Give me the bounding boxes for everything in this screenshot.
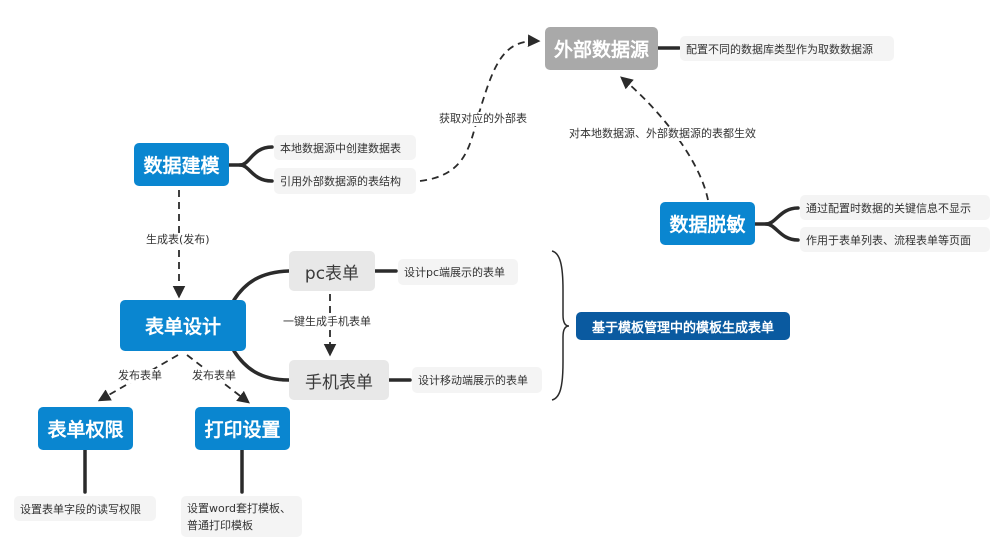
node-form-permission[interactable]: 表单权限 <box>38 407 133 450</box>
detail-local-table[interactable]: 本地数据源中创建数据表 <box>274 135 416 160</box>
node-pc-form[interactable]: pc表单 <box>289 251 375 291</box>
edge-external-table <box>419 34 541 182</box>
summary-template-form[interactable]: 基于模板管理中的模板生成表单 <box>576 312 790 340</box>
edge-masking-to-external <box>620 76 709 201</box>
edge-publish-left <box>97 354 179 402</box>
branch-form-mobile <box>232 349 291 382</box>
detail-pc-form[interactable]: 设计pc端展示的表单 <box>398 259 518 285</box>
detail-mobile-form[interactable]: 设计移动端展示的表单 <box>412 367 542 393</box>
detail-form-permission[interactable]: 设置表单字段的读写权限 <box>14 496 156 521</box>
branch-modeling-external <box>238 163 274 183</box>
branch-masking-1 <box>753 206 800 226</box>
node-mobile-form[interactable]: 手机表单 <box>289 360 389 400</box>
branch-masking-2 <box>764 222 800 242</box>
group-bracket <box>551 250 570 401</box>
edge-label-get-external-table: 获取对应的外部表 <box>438 112 528 126</box>
node-external-source[interactable]: 外部数据源 <box>545 27 658 70</box>
branch-form-pc <box>232 269 291 302</box>
detail-print-settings[interactable]: 设置word套打模板、普通打印模板 <box>181 496 302 537</box>
detail-masking-hide[interactable]: 通过配置时数据的关键信息不显示 <box>800 195 990 220</box>
detail-masking-scope[interactable]: 作用于表单列表、流程表单等页面 <box>800 227 990 252</box>
node-data-modeling[interactable]: 数据建模 <box>134 143 229 186</box>
detail-external-source[interactable]: 配置不同的数据库类型作为取数数据源 <box>680 36 894 61</box>
node-form-design[interactable]: 表单设计 <box>120 300 246 351</box>
edge-label-publish-left: 发布表单 <box>117 369 163 383</box>
detail-external-structure[interactable]: 引用外部数据源的表结构 <box>274 168 416 194</box>
edge-label-generate-table: 生成表(发布) <box>145 233 211 247</box>
edge-label-one-click-mobile: 一键生成手机表单 <box>282 315 372 329</box>
edge-label-publish-right: 发布表单 <box>191 369 237 383</box>
node-print-settings[interactable]: 打印设置 <box>195 407 290 450</box>
node-data-masking[interactable]: 数据脱敏 <box>660 202 755 245</box>
branch-modeling-local <box>227 145 274 167</box>
edge-label-applies-to-both: 对本地数据源、外部数据源的表都生效 <box>568 127 757 141</box>
